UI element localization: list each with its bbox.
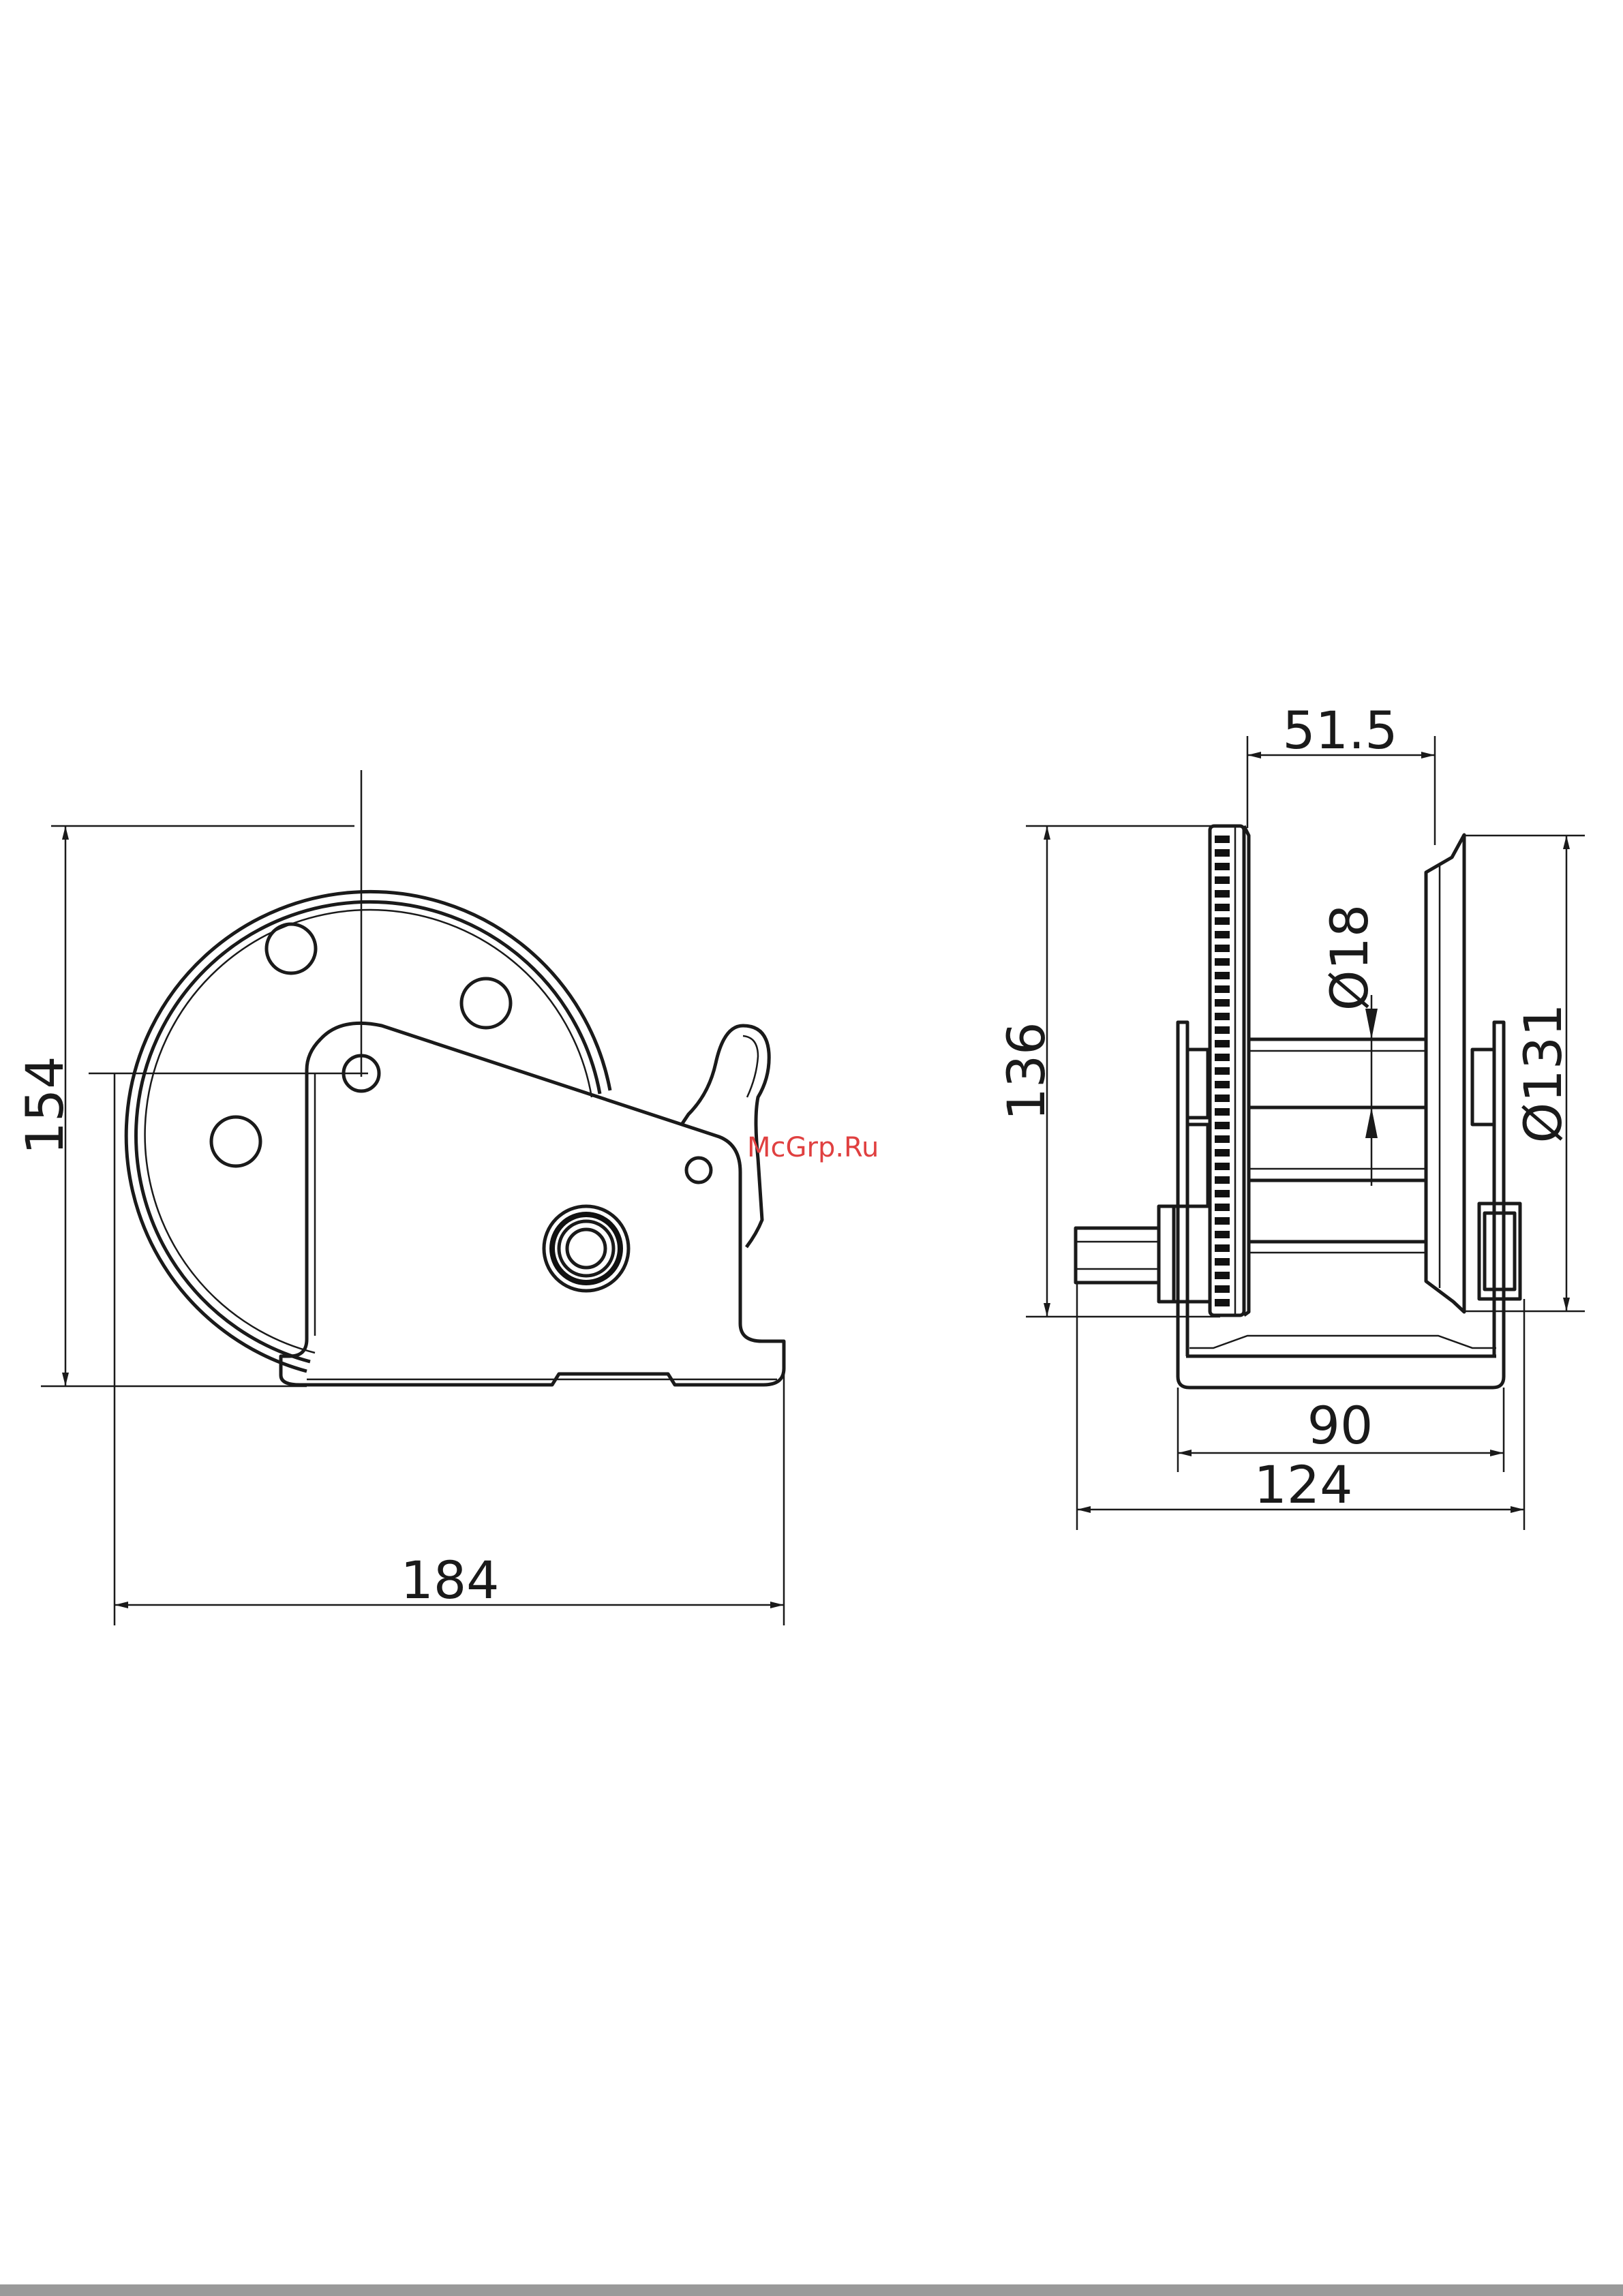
flange-hole-1 bbox=[267, 924, 316, 973]
gear-tooth bbox=[1215, 1272, 1230, 1279]
gear-wheel bbox=[1210, 826, 1244, 1315]
gear-tooth bbox=[1215, 1149, 1230, 1157]
shaft-diameter-dimension bbox=[1365, 995, 1378, 1186]
shaft-diameter-label: Ø18 bbox=[1319, 904, 1380, 1011]
gear-tooth bbox=[1215, 904, 1230, 911]
gear-tooth bbox=[1215, 1285, 1230, 1293]
flange-hole-3 bbox=[211, 1117, 260, 1166]
gear-tooth bbox=[1215, 999, 1230, 1007]
front-view: 51.5 136 Ø18 Ø131 90 bbox=[996, 700, 1585, 1530]
base-plate bbox=[1178, 1348, 1504, 1388]
inner-width-dimension-label: 90 bbox=[1307, 1395, 1374, 1456]
gear-tooth bbox=[1215, 1258, 1230, 1266]
gear-tooth bbox=[1215, 1122, 1230, 1129]
overall-width-dimension-label: 124 bbox=[1254, 1454, 1352, 1515]
crank-shaft-stub bbox=[1076, 1206, 1210, 1302]
gear-tooth bbox=[1215, 1231, 1230, 1238]
gear-tooth bbox=[1215, 1190, 1230, 1197]
gear-tooth bbox=[1215, 1176, 1230, 1184]
right-bearing bbox=[1479, 1204, 1520, 1299]
gear-tooth bbox=[1215, 1054, 1230, 1061]
gear-tooth bbox=[1215, 876, 1230, 884]
crank-shaft-bearing bbox=[544, 1206, 628, 1291]
gear-tooth bbox=[1215, 1204, 1230, 1211]
drum-flange bbox=[126, 891, 610, 1371]
page-bottom-bar bbox=[0, 2284, 1623, 2296]
top-width-dimension-label: 51.5 bbox=[1282, 700, 1397, 761]
gear-tooth bbox=[1215, 1244, 1230, 1252]
gear-tooth bbox=[1215, 1108, 1230, 1116]
gear-tooth bbox=[1215, 1081, 1230, 1088]
side-view: 154 184 bbox=[14, 770, 784, 1625]
gear-tooth bbox=[1215, 945, 1230, 952]
gear-tooth bbox=[1215, 958, 1230, 966]
width-dimension-label: 184 bbox=[400, 1550, 499, 1610]
gear-tooth bbox=[1215, 1026, 1230, 1034]
flange-hole-2 bbox=[461, 979, 511, 1028]
gear-tooth bbox=[1215, 1299, 1230, 1306]
gear-tooth bbox=[1215, 1067, 1230, 1075]
right-drum-flange bbox=[1426, 835, 1464, 1312]
gear-tooth bbox=[1215, 1013, 1230, 1020]
ratchet-pin-hole bbox=[686, 1158, 711, 1182]
gear-tooth bbox=[1215, 1040, 1230, 1047]
gear-tooth bbox=[1215, 931, 1230, 938]
gear-tooth bbox=[1215, 849, 1230, 857]
gear-tooth bbox=[1215, 985, 1230, 993]
front-height-dimension-label: 136 bbox=[996, 1022, 1057, 1120]
gear-tooth bbox=[1215, 863, 1230, 870]
watermark: McGrp.Ru bbox=[747, 1132, 879, 1163]
gear-tooth bbox=[1215, 1135, 1230, 1143]
height-dimension-label: 154 bbox=[14, 1056, 75, 1154]
gear-tooth bbox=[1215, 1163, 1230, 1170]
gear-tooth bbox=[1215, 917, 1230, 925]
gear-tooth bbox=[1215, 1095, 1230, 1102]
drum-diameter-label: Ø131 bbox=[1513, 1004, 1573, 1144]
gear-tooth bbox=[1215, 972, 1230, 979]
frame-plate bbox=[281, 1023, 784, 1385]
drum-barrel bbox=[1249, 1039, 1426, 1253]
gear-tooth bbox=[1215, 836, 1230, 843]
gear-tooth bbox=[1215, 1217, 1230, 1225]
gear-tooth bbox=[1215, 890, 1230, 898]
